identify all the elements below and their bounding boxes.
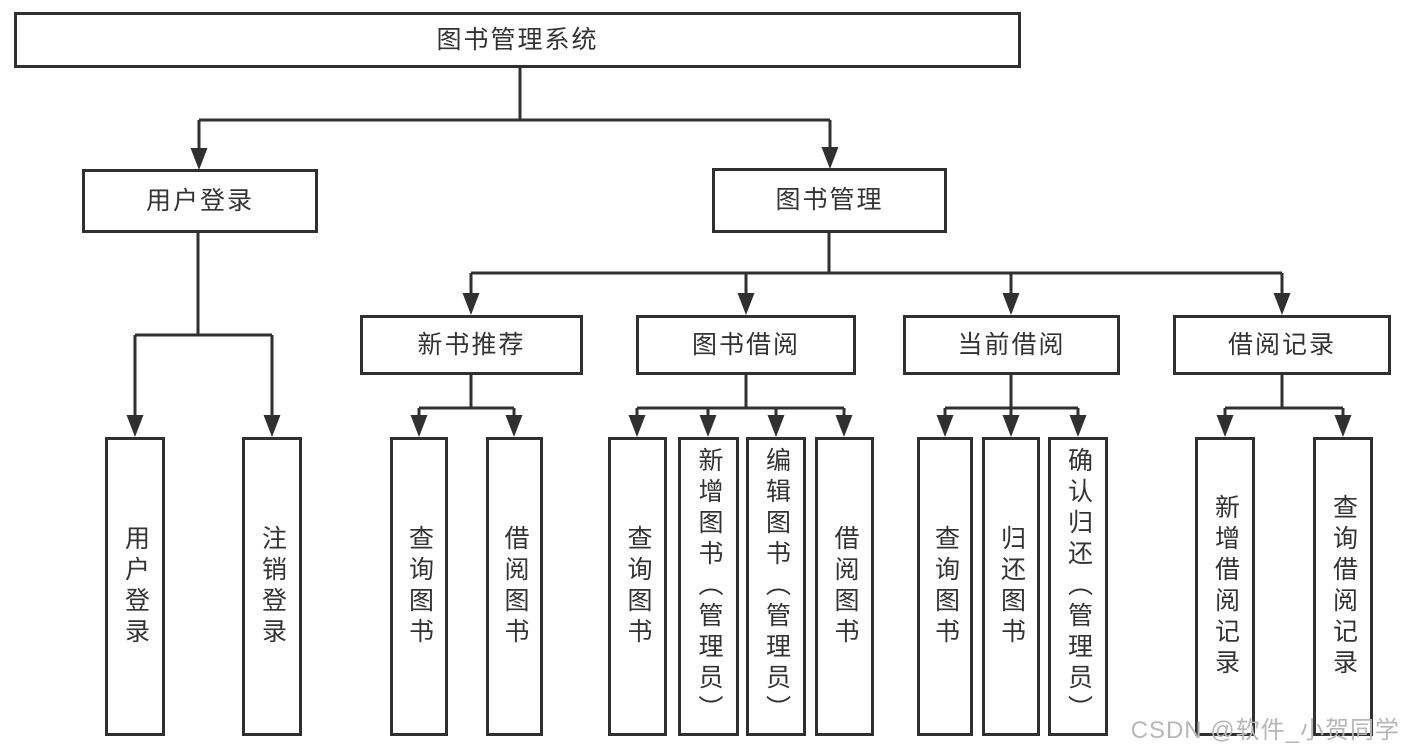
connector-new-book-recommend-children [410,375,523,437]
connector-borrow-records-children [1216,375,1352,437]
connector-book-borrow-children [628,375,853,437]
arrow-down-icon [263,415,281,437]
arrow-down-icon [462,293,480,315]
connector-current-borrow-children [936,375,1087,437]
node-library-system: 图书管理系统 [14,12,1021,68]
node-book-management: 图书管理 [712,168,947,233]
node-current-query-books: 查询图书 [917,437,973,736]
node-records-query-record: 查询借阅记录 [1313,437,1373,736]
connector-user-login-children [126,233,281,437]
arrow-down-icon [1334,415,1352,437]
node-user-login-leaf: 用户登录 [105,437,165,736]
node-current-borrow: 当前借阅 [903,315,1120,375]
arrow-down-icon [1002,415,1020,437]
arrow-down-icon [936,415,954,437]
arrow-down-icon [410,415,428,437]
node-rec-borrow-books: 借阅图书 [486,437,543,736]
node-borrow-add-books-admin: 新增图书（管理员） [678,437,739,736]
node-book-borrow: 图书借阅 [636,315,856,375]
arrow-down-icon [628,415,646,437]
node-current-return-books: 归还图书 [982,437,1040,736]
arrow-down-icon [1002,293,1020,315]
arrow-down-icon [699,415,717,437]
node-rec-query-books: 查询图书 [390,437,448,736]
arrow-down-icon [835,415,853,437]
arrow-down-icon [1273,293,1291,315]
arrow-down-icon [821,147,839,169]
connector-root-to-level2 [190,68,839,170]
arrow-down-icon [505,415,523,437]
arrow-down-icon [737,293,755,315]
node-records-add-record: 新增借阅记录 [1195,437,1255,736]
node-new-book-recommend: 新书推荐 [360,315,583,375]
connector-book-management-children [462,233,1291,315]
node-user-login: 用户登录 [82,169,318,233]
arrow-down-icon [126,415,144,437]
node-borrow-query-books: 查询图书 [608,437,667,736]
arrow-down-icon [1069,415,1087,437]
node-borrow-borrow-books: 借阅图书 [815,437,874,736]
arrow-down-icon [190,148,208,170]
arrow-down-icon [767,415,785,437]
csdn-watermark: CSDN @软件_小贺同学 [1130,717,1400,744]
node-borrow-records: 借阅记录 [1173,315,1391,375]
node-current-confirm-return-admin: 确认归还（管理员） [1048,437,1108,736]
node-logout-leaf: 注销登录 [242,437,302,736]
arrow-down-icon [1216,415,1234,437]
node-borrow-edit-books-admin: 编辑图书（管理员） [746,437,806,736]
